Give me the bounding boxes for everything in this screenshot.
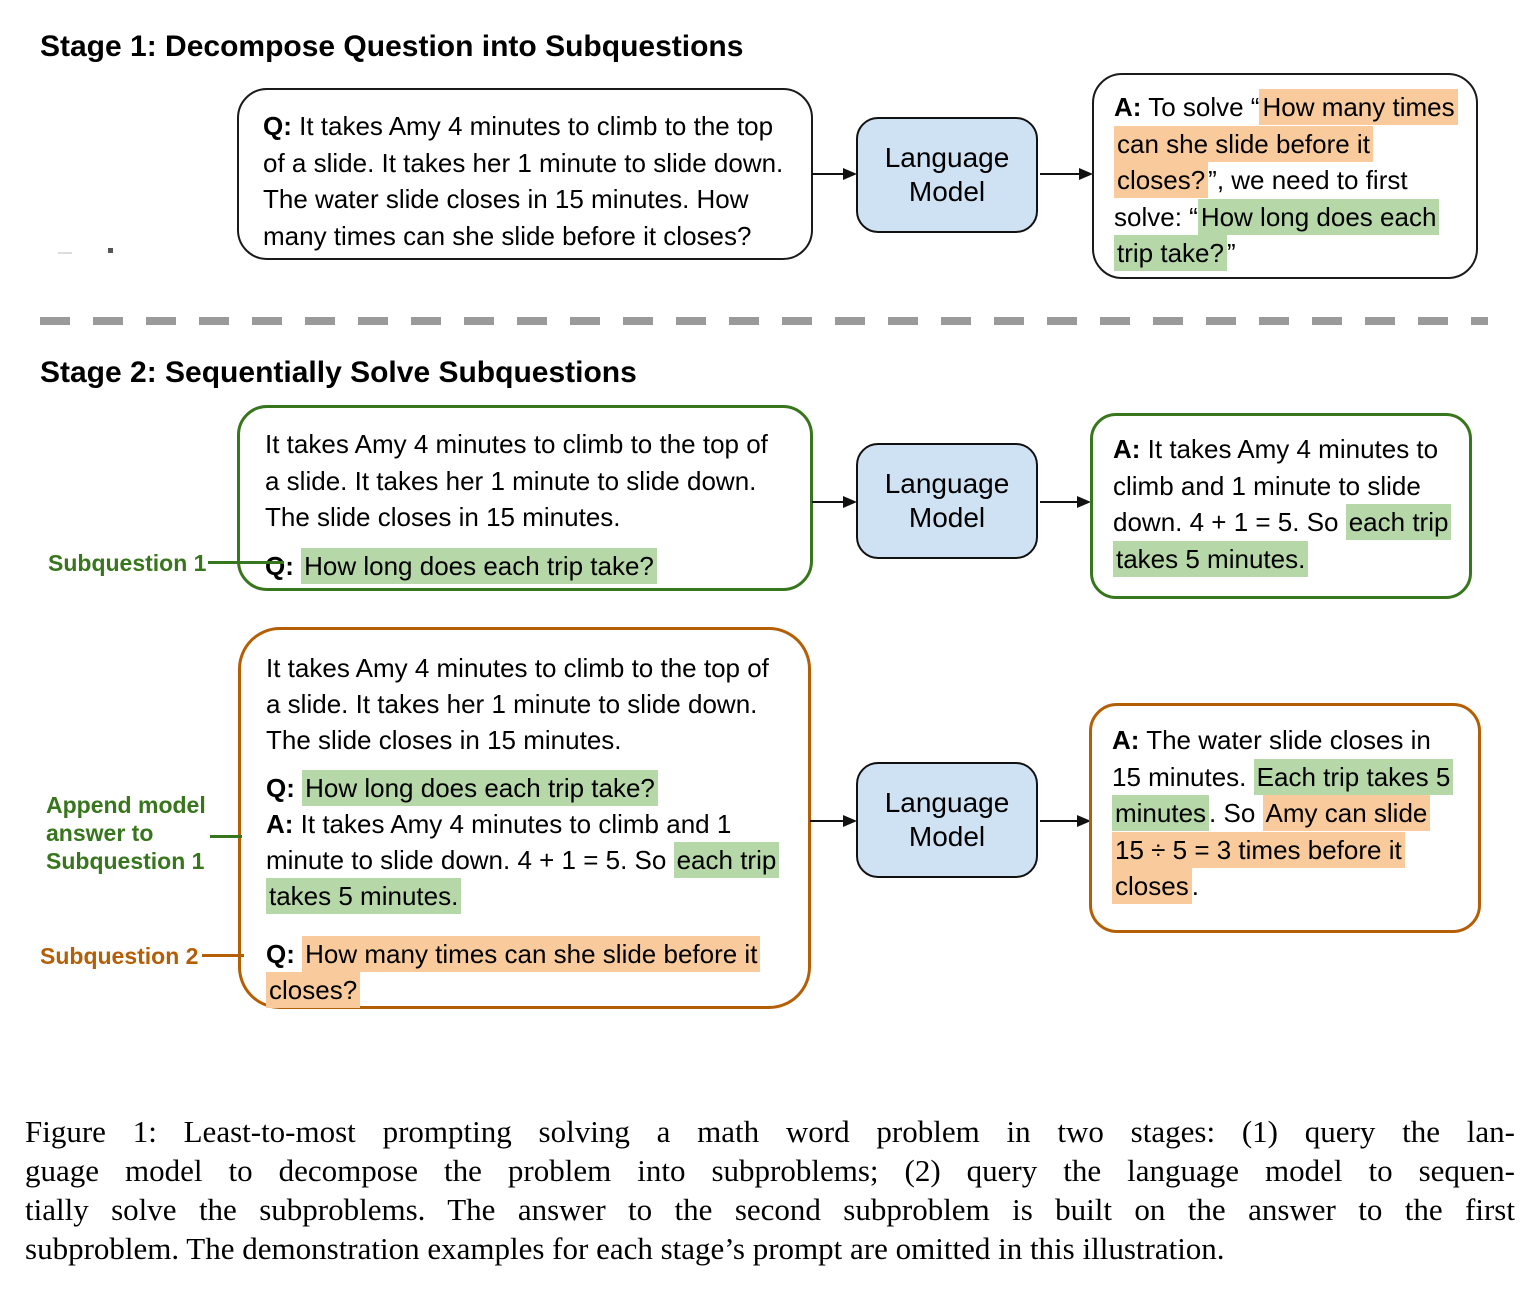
highlighted-text: How long does each trip take? — [301, 547, 657, 584]
text-segment: . — [1191, 871, 1199, 901]
stage2-subquestion1-prompt-box: It takes Amy 4 minutes to climb to the t… — [237, 405, 813, 591]
caption-line: Figure 1: Least-to-most prompting solvin… — [25, 1114, 1515, 1149]
highlighted-text: How many times can she slide before it c… — [266, 936, 761, 1008]
text-segment: It takes Amy 4 minutes to climb to the t… — [263, 111, 784, 251]
subquestion2-text: Q: How many times can she slide before i… — [266, 936, 783, 1008]
text-segment: Q: — [265, 550, 294, 581]
stage2-row1-language-model-box: Language Model — [856, 443, 1038, 559]
stage1-answer-text: A: To solve “How many times can she slid… — [1114, 89, 1458, 272]
text-segment: To solve “ — [1141, 92, 1260, 122]
text-segment: . So — [1209, 798, 1263, 828]
append-answer-connector-line — [210, 835, 242, 838]
arrow-right-icon — [810, 814, 857, 827]
caption-line: tially solve the subproblems. The answer… — [25, 1192, 1515, 1227]
subquestion1-label: Subquestion 1 — [48, 550, 207, 576]
text-segment: It takes Amy 4 minutes to climb to the t… — [266, 653, 769, 755]
stage1-title: Stage 1: Decompose Question into Subques… — [40, 30, 744, 63]
context-text: It takes Amy 4 minutes to climb to the t… — [265, 426, 785, 536]
stray-mark — [108, 248, 113, 253]
stage2-row1-language-model-label: Language Model — [884, 468, 1010, 533]
stage2-answer1-box: A: It takes Amy 4 minutes to climb and 1… — [1090, 413, 1472, 599]
stage1-question-box: Q: It takes Amy 4 minutes to climb to th… — [237, 88, 813, 260]
text-segment: A: — [1114, 92, 1142, 122]
text-segment: The water slide closes in 15 minutes. — [1112, 725, 1431, 792]
arrow-right-icon — [812, 495, 857, 508]
text-segment: A: — [1113, 434, 1141, 464]
text-segment: It takes Amy 4 minutes to climb and 1 mi… — [1113, 434, 1439, 537]
subquestion2-label: Subquestion 2 — [40, 943, 199, 969]
arrow-right-icon — [1040, 814, 1091, 827]
context-text: It takes Amy 4 minutes to climb to the t… — [266, 650, 783, 758]
stage2-subquestion2-prompt-box: It takes Amy 4 minutes to climb to the t… — [238, 627, 811, 1009]
text-segment: A: — [266, 809, 294, 839]
text-segment: Q: — [263, 111, 292, 141]
text-segment: ” — [1226, 238, 1236, 268]
stage2-row2-language-model-box: Language Model — [856, 762, 1038, 878]
subquestion1-text: Q: How long does each trip take? — [265, 547, 785, 585]
stage2-row2-language-model-label: Language Model — [884, 787, 1010, 852]
subquestion2-connector-line — [202, 954, 244, 957]
text-segment: Q: — [266, 773, 295, 803]
text-segment: ”, we need to first solve: “ — [1114, 165, 1408, 232]
caption-line: subproblem. The demonstration examples f… — [25, 1231, 1225, 1266]
caption-line: guage model to decompose the problem int… — [25, 1153, 1515, 1188]
appended-answer1-text: A: It takes Amy 4 minutes to climb and 1… — [266, 806, 783, 914]
arrow-right-icon — [1040, 495, 1091, 508]
stage1-language-model-box: Language Model — [856, 117, 1038, 233]
subquestion1-text: Q: How long does each trip take? — [266, 770, 783, 806]
stage2-title: Stage 2: Sequentially Solve Subquestions — [40, 356, 637, 389]
text-segment: Q: — [266, 939, 295, 969]
append-answer-label: Append model answer to Subquestion 1 — [46, 792, 206, 874]
text-segment: A: — [1112, 725, 1140, 755]
arrow-right-icon — [812, 167, 857, 180]
figure-caption: Figure 1: Least-to-most prompting solvin… — [25, 1112, 1515, 1268]
stage1-answer-box: A: To solve “How many times can she slid… — [1092, 73, 1478, 279]
answer2-text: A: The water slide closes in 15 minutes.… — [1112, 722, 1458, 905]
stage1-language-model-label: Language Model — [884, 142, 1010, 207]
answer1-text: A: It takes Amy 4 minutes to climb and 1… — [1113, 431, 1452, 577]
stray-mark — [58, 252, 72, 254]
stage1-question-text: Q: It takes Amy 4 minutes to climb to th… — [263, 108, 787, 254]
subquestion1-connector-line — [208, 561, 284, 564]
arrow-right-icon — [1040, 167, 1093, 180]
text-segment: It takes Amy 4 minutes to climb and 1 mi… — [266, 809, 732, 875]
highlighted-text: How long does each trip take? — [302, 770, 658, 806]
stage2-answer2-box: A: The water slide closes in 15 minutes.… — [1089, 703, 1481, 933]
text-segment: It takes Amy 4 minutes to climb to the t… — [265, 429, 768, 532]
stage-divider — [40, 317, 1488, 325]
